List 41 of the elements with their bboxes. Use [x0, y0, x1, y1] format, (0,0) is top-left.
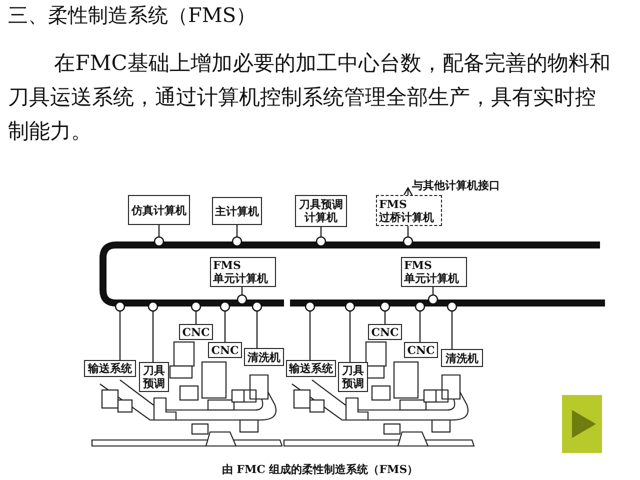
- equipment-label: CNC: [208, 342, 242, 358]
- equipment-label: 清洗机: [244, 348, 284, 366]
- slide-title: 三、柔性制造系统（FMS）: [8, 2, 256, 29]
- network-bus: [116, 242, 600, 248]
- connector-line: [316, 227, 326, 247]
- connector-line: [304, 301, 316, 360]
- connector-line: [344, 301, 356, 362]
- figure-caption: 由 FMC 组成的柔性制造系统（FMS）: [220, 462, 420, 477]
- computer-box: 刀具预调计算机: [295, 195, 347, 227]
- computer-box: FMS 过桥计算机: [376, 195, 442, 226]
- connector-line: [154, 225, 164, 247]
- network-bus-bend: [100, 242, 116, 306]
- equipment-label: CNC: [368, 324, 402, 340]
- computer-box: FMS 单元计算机: [401, 257, 467, 287]
- equipment-label: CNC: [404, 342, 438, 358]
- connector-line: [220, 301, 230, 342]
- equipment-label: 输送系统: [286, 360, 336, 377]
- connector-line: [252, 301, 262, 348]
- equipment-label: 刀具预调: [338, 362, 368, 392]
- connector-line: [428, 287, 438, 305]
- equipment-label: 刀具预调: [139, 362, 169, 392]
- equipment-label: CNC: [179, 324, 213, 340]
- connector-line: [232, 225, 242, 247]
- equipment-label: 清洗机: [441, 349, 483, 367]
- computer-box: 仿真计算机: [128, 195, 190, 225]
- computer-box: 主计算机: [212, 197, 262, 225]
- network-bus: [290, 300, 605, 306]
- connector-line: [380, 301, 390, 324]
- network-bus: [116, 300, 284, 306]
- connector-line: [236, 287, 248, 305]
- connector-line: [402, 226, 414, 247]
- computer-box: FMS 单元计算机: [210, 257, 276, 287]
- connector-line: [446, 301, 458, 349]
- connector-line: [403, 187, 413, 196]
- body-paragraph: 在FMC基础上增加必要的加工中心台数，配备完善的物料和刀具运送系统，通过计算机控制系统管理全部生产，具有实时控制能力。: [8, 50, 612, 145]
- connector-line: [414, 301, 426, 342]
- equipment-label: 输送系统: [84, 360, 136, 377]
- interface-note: 与其他计算机接口: [412, 178, 500, 193]
- connector-line: [148, 301, 158, 362]
- connector-line: [190, 301, 202, 324]
- connector-line: [114, 301, 126, 360]
